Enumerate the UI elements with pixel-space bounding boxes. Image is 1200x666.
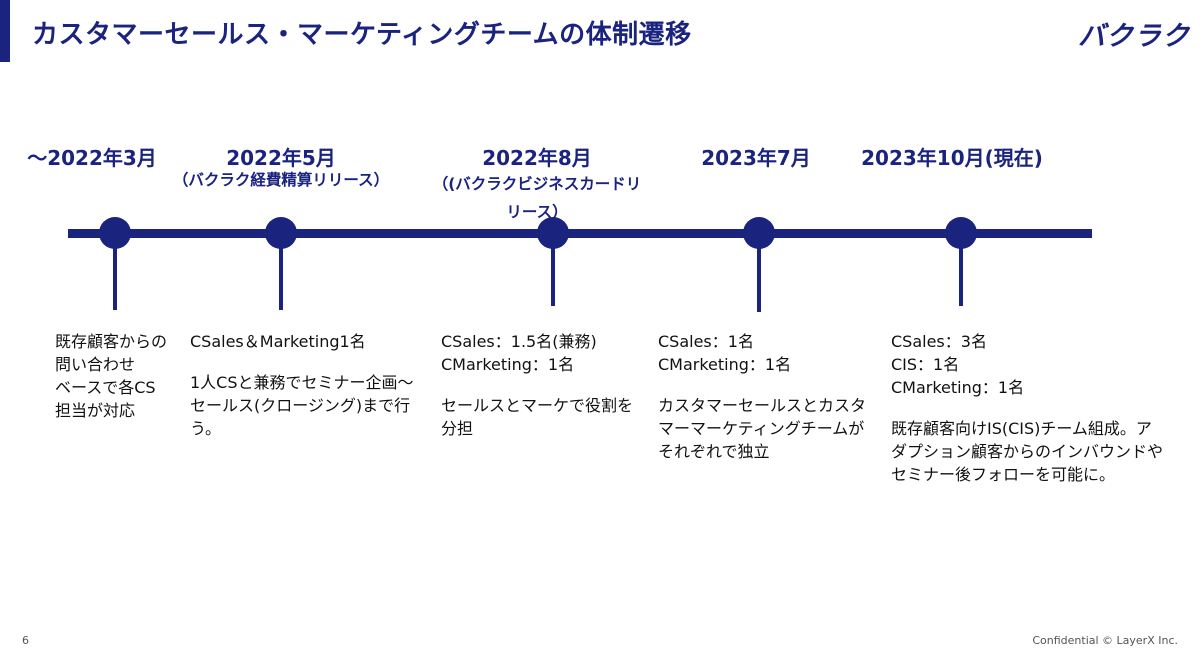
description-line: セミナー後フォローを可能に。	[891, 465, 1116, 484]
team-line: CSales：1.5名(兼務)	[441, 332, 597, 351]
team-line: CMarketing：1名	[441, 355, 575, 374]
spacer	[891, 399, 1163, 417]
description-line: カスタマーセールスとカスタ	[658, 396, 867, 415]
milestone-dot	[99, 217, 131, 249]
description-line: マーマーケティングチームが	[658, 419, 865, 438]
milestone-description: CSales：1名 CMarketing：1名カスタマーセールスとカスタマーマーケ…	[658, 330, 866, 463]
milestone-stem	[959, 248, 963, 306]
milestone-subtitle: （(バクラクビジネスカードリリース）	[433, 170, 642, 226]
milestone-stem	[757, 248, 761, 312]
team-line: CSales＆Marketing1名	[190, 332, 366, 351]
milestone-date: 〜2022年3月	[27, 146, 157, 170]
description-line: う。	[190, 419, 222, 438]
milestone-dot	[743, 217, 775, 249]
description-line: ダプション顧客からのインバウンドや	[891, 442, 1164, 461]
page-number: 6	[22, 634, 29, 647]
team-line: CSales：1名	[658, 332, 754, 351]
milestone-date: 2023年10月(現在)	[861, 146, 1043, 170]
milestone-stem	[279, 248, 283, 310]
milestone-date: 2022年8月	[482, 146, 592, 170]
timeline-line	[68, 229, 1092, 238]
description-line: 既存顧客向けIS(CIS)チーム組成。ア	[891, 419, 1152, 438]
milestone-description: CSales＆Marketing1名 1人CSと兼務でセミナー企画〜セールス(クロ…	[190, 330, 414, 440]
page-title: カスタマーセールス・マーケティングチームの体制遷移	[32, 20, 692, 50]
milestone-subtitle-line: （(バクラクビジネスカードリ	[432, 175, 642, 193]
description-line: 1人CSと兼務でセミナー企画〜	[190, 373, 414, 392]
milestone-subtitle: （バクラク経費精算リリース）	[173, 166, 389, 194]
milestone-stem	[551, 248, 555, 306]
milestone-description: CSales：3名 CIS：1名 CMarketing：1名既存顧客向けIS(CIS…	[891, 330, 1163, 486]
description-line: セールス(クロージング)まで行	[190, 396, 411, 415]
milestone-subtitle-line: （バクラク経費精算リリース）	[172, 171, 390, 189]
team-line: ベースで各CS	[55, 378, 156, 397]
milestone-dot	[945, 217, 977, 249]
milestone-stem	[113, 248, 117, 310]
spacer	[190, 353, 414, 371]
milestone-date: 2022年5月	[226, 146, 336, 170]
milestone-date: 2023年7月	[701, 146, 811, 170]
team-line: CMarketing：1名	[891, 378, 1025, 397]
spacer	[658, 376, 866, 394]
team-line: 問い合わせ	[55, 355, 136, 374]
milestone-subtitle-line: リース）	[506, 203, 568, 221]
team-line: 担当が対応	[55, 401, 136, 420]
description-line: それぞれで独立	[658, 442, 770, 461]
milestone-description: CSales：1.5名(兼務) CMarketing：1名セールスとマーケで役割を…	[441, 330, 633, 440]
team-line: CSales：3名	[891, 332, 987, 351]
description-line: セールスとマーケで役割を	[441, 396, 634, 415]
description-line: 分担	[441, 419, 474, 438]
milestone-description: 既存顧客からの問い合わせベースで各CS 担当が対応	[55, 330, 167, 422]
team-line: CIS：1名	[891, 355, 960, 374]
brand-logo: バクラク	[1078, 21, 1190, 52]
milestone-dot	[265, 217, 297, 249]
team-line: 既存顧客からの	[55, 332, 168, 351]
milestone-dot	[537, 217, 569, 249]
header-accent-bar	[0, 0, 10, 62]
team-line: CMarketing：1名	[658, 355, 792, 374]
spacer	[441, 376, 633, 394]
confidential-notice: Confidential © LayerX Inc.	[1032, 634, 1178, 647]
